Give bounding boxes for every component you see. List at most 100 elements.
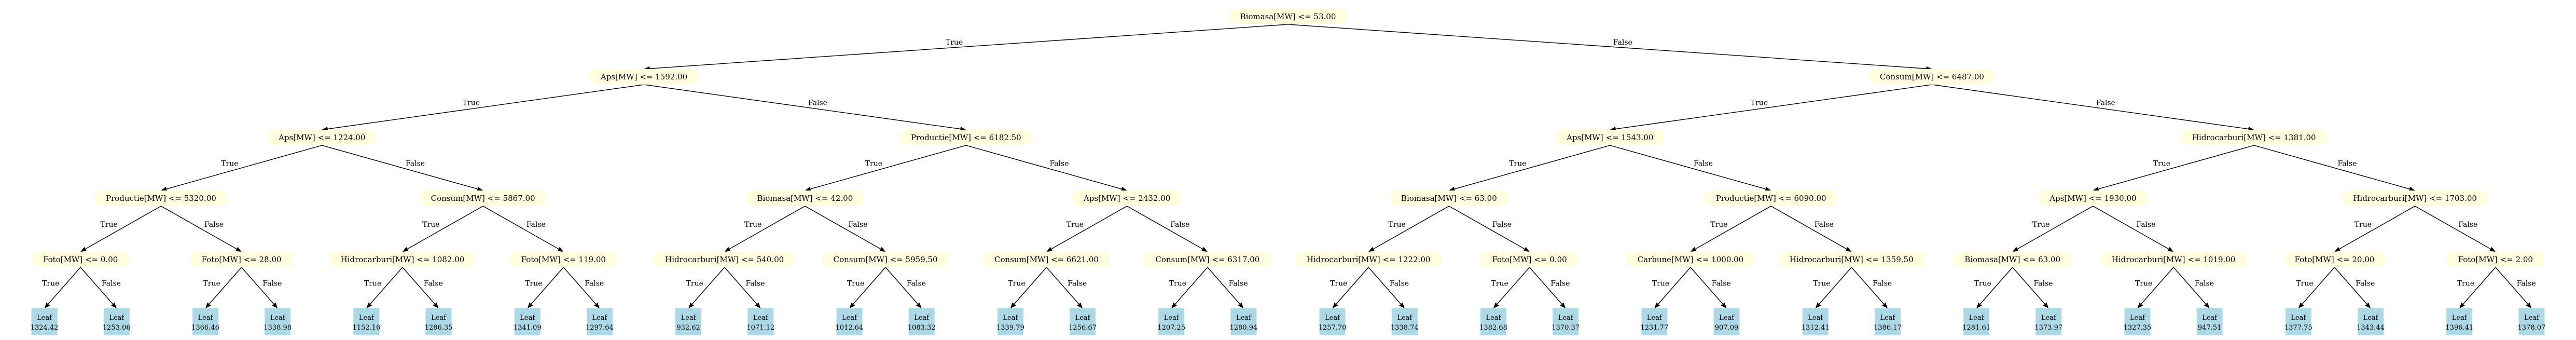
leaf-title: Leaf: [1808, 314, 1823, 322]
edge-label-false: False: [1229, 280, 1248, 288]
leaf-title: Leaf: [2041, 314, 2057, 322]
leaf-node-box: [265, 308, 291, 335]
edge-label-false: False: [2337, 160, 2357, 168]
edge-label-true: True: [865, 160, 882, 168]
leaf-node-box: [1070, 308, 1096, 335]
edge-arrowhead: [755, 302, 761, 308]
leaf-value: 1366.46: [191, 324, 219, 332]
edge-arrowhead: [1399, 302, 1405, 308]
edge-arrowhead: [2408, 186, 2415, 192]
edge-label-true: True: [525, 280, 542, 288]
split-node-label: Hidrocarburi[MW] <= 1359.50: [1790, 255, 1914, 264]
edge-label-false: False: [1492, 221, 1512, 229]
split-node: Consum[MW] <= 5959.50: [822, 252, 949, 267]
edge-true: [327, 84, 644, 130]
leaf-node-box: [2358, 308, 2384, 335]
split-node-label: Aps[MW] <= 1224.00: [278, 133, 365, 142]
split-node-box: [32, 252, 130, 267]
edge-false: [644, 84, 961, 130]
split-node-label: Foto[MW] <= 119.00: [521, 255, 606, 264]
split-node: Hidrocarburi[MW] <= 1703.00: [2342, 191, 2488, 206]
leaf-value: 1338.74: [1391, 324, 1419, 332]
split-node: Foto[MW] <= 2.00: [2446, 252, 2544, 267]
edge-arrowhead: [724, 247, 731, 252]
leaf-title: Leaf: [2291, 314, 2306, 322]
edge-true: [1014, 267, 1047, 305]
edge-false: [1851, 267, 1885, 305]
leaf-value: 932.62: [676, 324, 700, 332]
leaf-value: 1338.98: [264, 324, 292, 332]
edge-arrowhead: [1077, 302, 1083, 308]
split-node-box: [1144, 252, 1271, 267]
edge-arrowhead: [2526, 302, 2532, 308]
edge-true: [691, 267, 725, 305]
edge-true: [729, 206, 806, 250]
edge-false: [1932, 84, 2249, 130]
edge-label-false: False: [585, 280, 604, 288]
split-node-label: Consum[MW] <= 6317.00: [1155, 255, 1259, 264]
leaf-node-box: [425, 308, 452, 335]
split-node-box: [1626, 252, 1755, 267]
leaf-title: Leaf: [198, 314, 214, 322]
leaf-value: 1012.64: [836, 324, 864, 332]
edge-false: [2173, 267, 2206, 305]
edge-label-true: True: [2457, 280, 2474, 288]
leaf-value: 1256.67: [1069, 324, 1097, 332]
split-node-box: [745, 191, 865, 206]
edge-arrowhead: [594, 302, 600, 308]
split-node-box: [190, 252, 293, 267]
leaf-node-box: [1641, 308, 1668, 335]
edge-arrowhead: [527, 302, 533, 308]
split-node-label: Biomasa[MW] <= 63.00: [1964, 255, 2060, 264]
leaf-value: 1343.44: [2357, 324, 2385, 332]
edge-label-true: True: [1813, 280, 1830, 288]
edge-arrowhead: [2298, 302, 2304, 308]
split-node-label: Foto[MW] <= 0.00: [1492, 255, 1567, 264]
edge-arrowhead: [2489, 247, 2496, 252]
leaf-title: Leaf: [1075, 314, 1091, 322]
edge-arrowhead: [1332, 302, 1338, 308]
leaf-node-box: [1319, 308, 1346, 335]
edge-arrowhead: [1882, 302, 1888, 308]
edge-arrowhead: [688, 302, 694, 308]
edge-arrowhead: [1368, 247, 1375, 252]
split-node-box: [2100, 252, 2247, 267]
leaf-value: 1312.41: [1802, 324, 1830, 332]
split-node-label: Consum[MW] <= 5867.00: [431, 194, 535, 203]
leaf-title: Leaf: [2452, 314, 2468, 322]
edge-arrowhead: [1046, 247, 1053, 252]
edge-arrowhead: [44, 302, 50, 308]
split-node-label: Productie[MW] <= 6182.50: [911, 133, 1021, 142]
leaf-value: 1280.94: [1230, 324, 1258, 332]
edge-false: [1770, 206, 1847, 250]
edge-label-false: False: [204, 221, 224, 229]
edge-true: [2339, 206, 2415, 250]
edge-arrowhead: [2043, 302, 2049, 308]
edge-arrowhead: [849, 302, 855, 308]
edge-label-true: True: [1008, 280, 1025, 288]
split-node-box: [2446, 252, 2544, 267]
leaf-title: Leaf: [1003, 314, 1018, 322]
split-node: Foto[MW] <= 28.00: [190, 252, 293, 267]
leaf-node-box: [675, 308, 702, 335]
edge-label-true: True: [422, 221, 439, 229]
split-node: Consum[MW] <= 6487.00: [1868, 69, 1996, 85]
edge-arrowhead: [161, 186, 168, 192]
edge-true: [85, 206, 161, 250]
leaf-node: Leaf 1366.46: [191, 308, 219, 335]
leaf-title: Leaf: [1164, 314, 1180, 322]
split-node-box: [2283, 252, 2386, 267]
edge-false: [161, 206, 237, 250]
edge-label-false: False: [1170, 221, 1189, 229]
